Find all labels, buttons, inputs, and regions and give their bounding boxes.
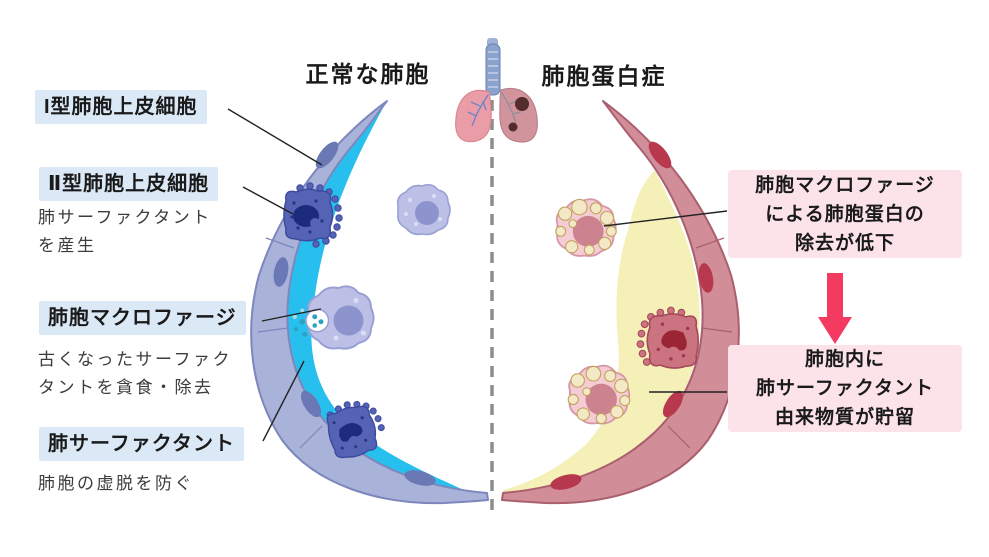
- bronchial-tree: [467, 94, 489, 127]
- proteinosis-alveolus: [501, 100, 740, 505]
- foamy-macrophage: [555, 198, 617, 257]
- label-pulmonary-surfactant: 肺サーファクタント: [39, 427, 244, 461]
- note-produces-surfactant: 肺サーファクタント を産生: [38, 208, 212, 255]
- label-alveolar-macrophage: 肺胞マクロファージ: [39, 301, 246, 335]
- note-phagocytoses-old-surfactant: 古くなったサーファク タントを貪食・除去: [38, 350, 232, 397]
- type1-cell-nuclei: [273, 141, 436, 486]
- lungs-icon: [455, 38, 538, 143]
- title-normal-alveolus: 正常な肺胞: [305, 61, 431, 87]
- diseased-type2-cell: [636, 306, 699, 369]
- foamy-macrophage: [567, 364, 631, 425]
- type2-cell: [326, 400, 385, 459]
- diseased-lung-lobe: [499, 88, 538, 143]
- lung-lesion-spot: [508, 122, 518, 132]
- label-reduced-clearance: 肺胞マクロファージ による肺胞蛋白の 除去が低下: [728, 170, 962, 258]
- diseased-wall-nuclei: [550, 141, 714, 490]
- label-type2-epithelial-cell: Ⅱ型肺胞上皮細胞: [39, 167, 219, 201]
- leader-lines: [227, 108, 728, 442]
- lung-lesion-spot: [515, 97, 529, 111]
- label-type1-epithelial-cell: I型肺胞上皮細胞: [35, 90, 207, 124]
- alveolar-macrophage: [396, 183, 451, 236]
- down-arrow-icon: [818, 273, 852, 344]
- accumulated-material-layer: [503, 170, 700, 498]
- type2-cell: [283, 182, 343, 248]
- title-proteinosis: 肺胞蛋白症: [541, 63, 667, 89]
- normal-alveolus: [250, 100, 489, 505]
- label-material-accumulation: 肺胞内に 肺サーファクタント 由来物質が貯留: [728, 345, 962, 432]
- note-prevents-collapse: 肺胞の虚脱を防ぐ: [38, 474, 194, 493]
- alveolar-macrophage-engulfing: [292, 285, 375, 350]
